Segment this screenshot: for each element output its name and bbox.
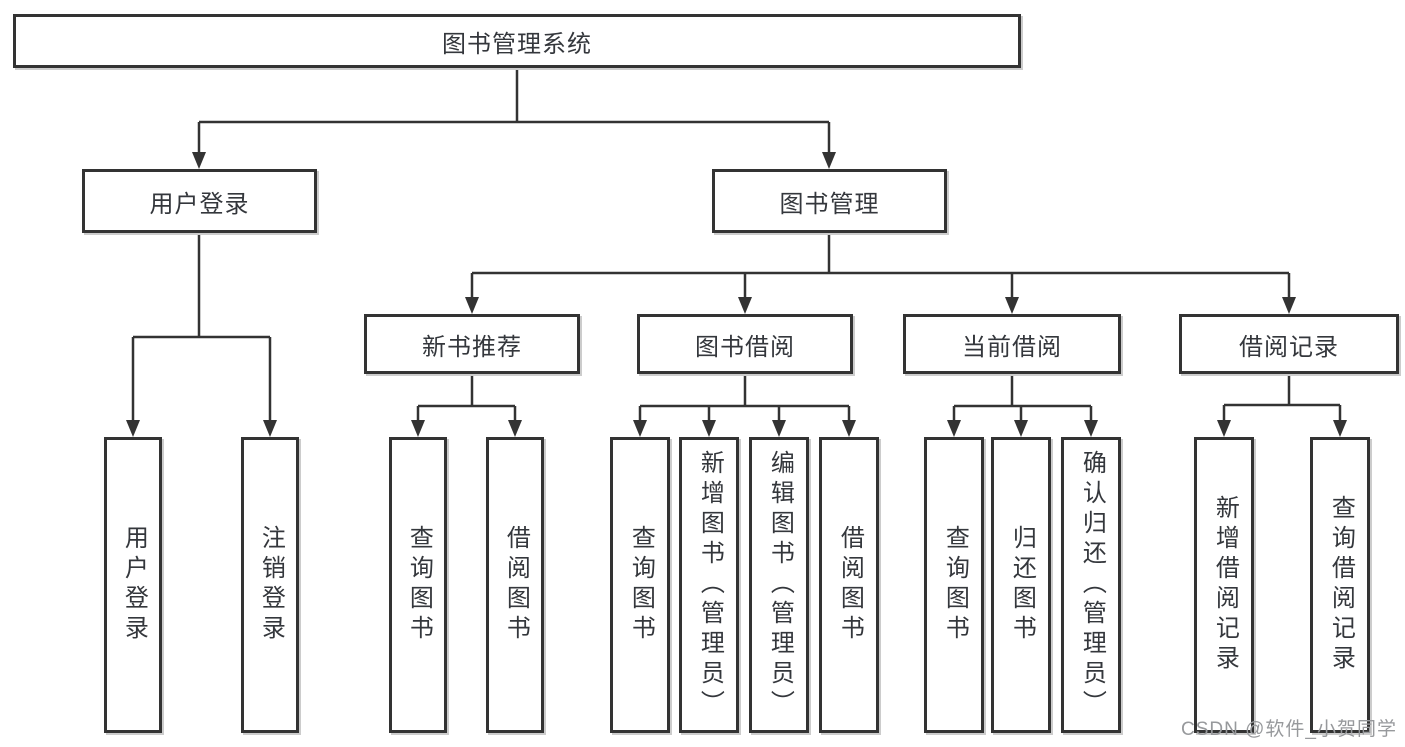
leaf-borrow-books-recommend-label: 借阅图书 [502,525,530,645]
node-new-book-recommend: 新书推荐 [364,314,580,374]
node-user-login: 用户登录 [82,169,317,233]
leaf-logout: 注销登录 [241,437,299,733]
leaf-query-borrow-record-label: 查询借阅记录 [1327,495,1355,675]
leaf-add-book-admin-label: 新增图书（管理员） [696,450,724,720]
node-book-borrowing: 图书借阅 [637,314,853,374]
leaf-query-books-borrowing: 查询图书 [610,437,670,733]
leaf-return-book: 归还图书 [991,437,1051,733]
leaf-query-books-borrowing-label: 查询图书 [627,525,655,645]
arrowheads [126,152,1347,437]
leaf-user-login-label: 用户登录 [120,525,148,645]
node-current-borrowing-label: 当前借阅 [962,333,1062,361]
leaf-query-books-recommend: 查询图书 [389,437,447,733]
node-new-book-recommend-label: 新书推荐 [422,333,522,361]
node-book-borrowing-label: 图书借阅 [695,333,795,361]
leaf-query-books-current: 查询图书 [924,437,984,733]
node-library-system: 图书管理系统 [13,14,1021,68]
leaf-add-borrow-record: 新增借阅记录 [1194,437,1254,733]
leaf-confirm-return-admin-label: 确认归还（管理员） [1078,450,1106,720]
node-book-management: 图书管理 [712,169,947,233]
node-borrowing-records-label: 借阅记录 [1239,333,1339,361]
leaf-borrow-books-label: 借阅图书 [836,525,864,645]
leaf-add-borrow-record-label: 新增借阅记录 [1211,495,1239,675]
connector-stems [131,68,1342,424]
leaf-return-book-label: 归还图书 [1008,525,1036,645]
node-user-login-label: 用户登录 [149,190,250,218]
node-book-management-label: 图书管理 [779,190,880,218]
leaf-query-books-current-label: 查询图书 [941,525,969,645]
leaf-edit-book-admin: 编辑图书（管理员） [749,437,809,733]
node-library-system-label: 图书管理系统 [442,30,592,58]
leaf-confirm-return-admin: 确认归还（管理员） [1061,437,1121,733]
leaf-query-borrow-record: 查询借阅记录 [1310,437,1370,733]
node-borrowing-records: 借阅记录 [1179,314,1399,374]
node-current-borrowing: 当前借阅 [903,314,1121,374]
leaf-query-books-recommend-label: 查询图书 [405,525,433,645]
leaf-borrow-books: 借阅图书 [819,437,879,733]
leaf-logout-label: 注销登录 [257,525,285,645]
leaf-user-login: 用户登录 [104,437,162,733]
leaf-add-book-admin: 新增图书（管理员） [679,437,739,733]
leaf-edit-book-admin-label: 编辑图书（管理员） [766,450,794,720]
csdn-watermark: CSDN @软件_小贺同学 [1181,719,1397,740]
leaf-borrow-books-recommend: 借阅图书 [486,437,544,733]
